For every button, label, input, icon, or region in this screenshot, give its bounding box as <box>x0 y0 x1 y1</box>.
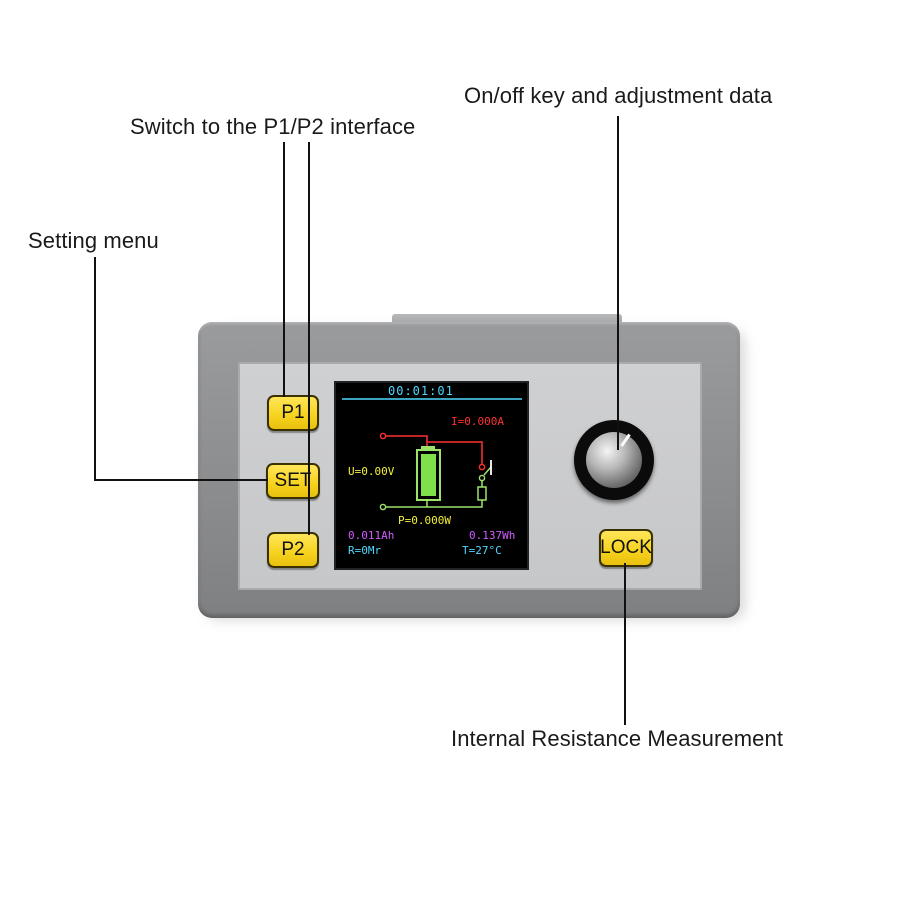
callout-setting-label: Setting menu <box>28 228 159 253</box>
lcd-screen: 00:01:01 I=0.000A U=0.00V P=0.000W 0.011… <box>334 381 529 570</box>
leader-onoff <box>617 116 619 450</box>
knob-cap <box>586 432 642 488</box>
lcd-graphics <box>342 398 522 511</box>
lock-button[interactable]: LOCK <box>599 529 653 567</box>
callout-onoff-label: On/off key and adjustment data <box>464 83 773 108</box>
screen-temperature: T=27°C <box>462 544 502 557</box>
screen-resistance: R=0Mr <box>348 544 382 557</box>
leader-p1 <box>283 142 285 397</box>
screen-voltage: U=0.00V <box>348 465 395 478</box>
screen-capacity: 0.011Ah <box>348 529 395 542</box>
leader-p2 <box>308 142 310 535</box>
callout-switch-label: Switch to the P1/P2 interface <box>130 114 416 139</box>
p2-button-label: P2 <box>281 539 305 560</box>
p1-button-label: P1 <box>281 402 305 423</box>
leader-lock <box>624 563 626 725</box>
screen-current: I=0.000A <box>451 415 504 428</box>
set-button[interactable]: SET <box>266 463 320 499</box>
callout-internal-label: Internal Resistance Measurement <box>451 726 784 751</box>
p2-button[interactable]: P2 <box>267 532 319 568</box>
set-button-label: SET <box>274 470 312 491</box>
leader-setting-horizontal <box>94 479 268 481</box>
screen-power: P=0.000W <box>398 514 451 527</box>
p1-button[interactable]: P1 <box>267 395 319 431</box>
leader-setting-vertical <box>94 257 96 481</box>
lock-button-label: LOCK <box>600 537 652 558</box>
screen-timer: 00:01:01 <box>388 384 454 398</box>
screen-energy: 0.137Wh <box>469 529 516 542</box>
